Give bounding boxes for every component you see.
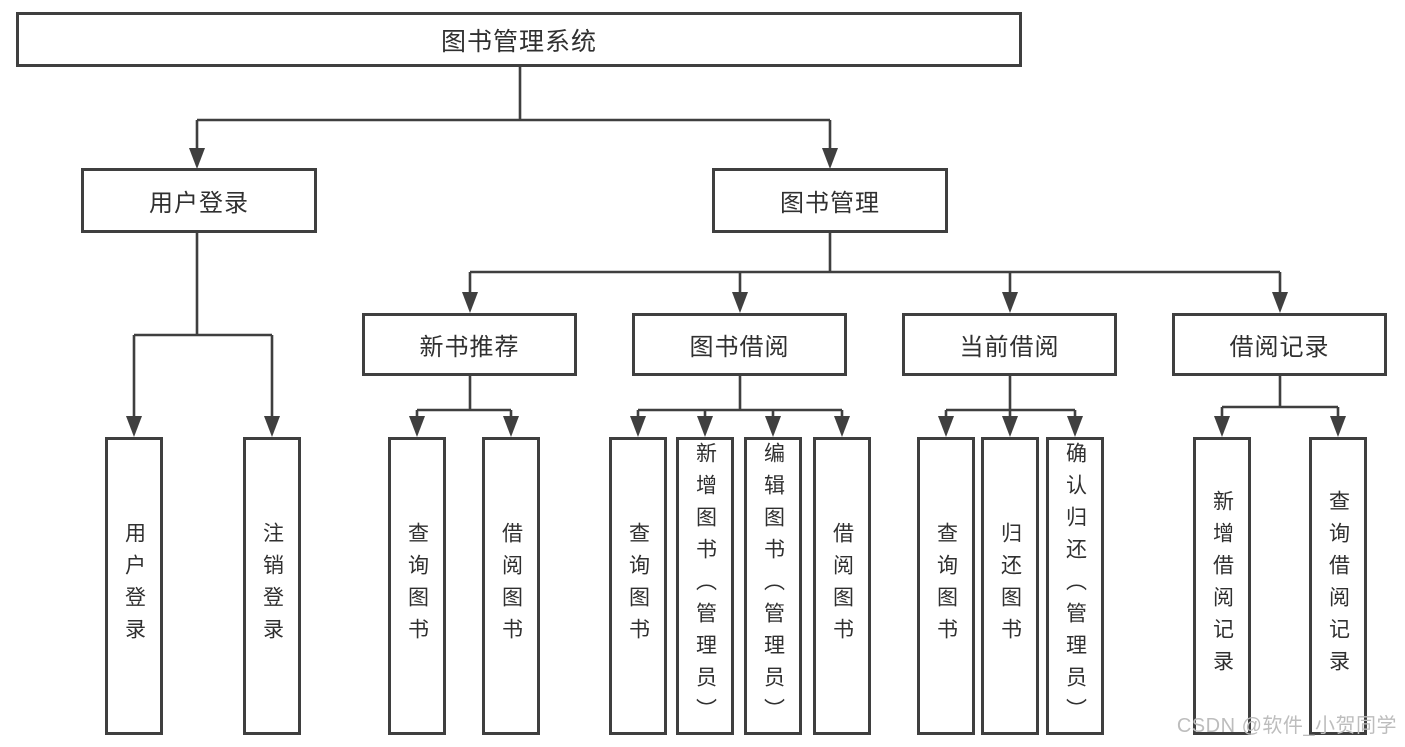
- node-label: 新增图书（管理员）: [693, 442, 717, 730]
- node-label: 查询图书: [405, 522, 429, 650]
- connector-book-management-children: [462, 233, 1288, 313]
- node-label: 确认归还（管理员）: [1063, 442, 1087, 730]
- leaf-query-books-current: 查询图书: [917, 437, 975, 735]
- connector-root-to-level2: [189, 67, 838, 169]
- node-current-borrow: 当前借阅: [902, 313, 1117, 376]
- leaf-borrow-books-recommend: 借阅图书: [482, 437, 540, 735]
- leaf-add-borrow-record: 新增借阅记录: [1193, 437, 1251, 735]
- connector-current-borrow-children: [938, 376, 1083, 437]
- leaf-query-borrow-record: 查询借阅记录: [1309, 437, 1367, 735]
- leaf-confirm-return-admin: 确认归还（管理员）: [1046, 437, 1104, 735]
- node-label: 归还图书: [998, 522, 1022, 650]
- node-label: 用户登录: [149, 190, 249, 217]
- node-label: 用户登录: [122, 522, 146, 650]
- leaf-add-book-admin: 新增图书（管理员）: [676, 437, 734, 735]
- node-label: 借阅图书: [499, 522, 523, 650]
- node-label: 新增借阅记录: [1210, 490, 1234, 682]
- node-book-borrow: 图书借阅: [632, 313, 847, 376]
- node-label: 图书管理系统: [440, 27, 597, 56]
- node-label: 图书借阅: [689, 334, 790, 361]
- node-label: 借阅记录: [1229, 334, 1330, 361]
- node-new-book-recommend: 新书推荐: [362, 313, 577, 376]
- node-label: 查询图书: [626, 522, 650, 650]
- node-label: 编辑图书（管理员）: [761, 442, 785, 730]
- connector-book-borrow-children: [630, 376, 850, 437]
- leaf-edit-book-admin: 编辑图书（管理员）: [744, 437, 802, 735]
- leaf-user-login: 用户登录: [105, 437, 163, 735]
- leaf-query-books-recommend: 查询图书: [388, 437, 446, 735]
- connector-new-book-children: [409, 376, 519, 437]
- node-root-library-system: 图书管理系统: [16, 12, 1022, 67]
- leaf-query-books-borrow: 查询图书: [609, 437, 667, 735]
- leaf-borrow-books: 借阅图书: [813, 437, 871, 735]
- node-label: 查询借阅记录: [1326, 490, 1350, 682]
- node-book-management: 图书管理: [712, 168, 948, 233]
- node-label: 借阅图书: [830, 522, 854, 650]
- node-label: 注销登录: [260, 522, 284, 650]
- node-label: 新书推荐: [419, 334, 520, 361]
- connector-user-login-children: [126, 233, 280, 437]
- connector-borrow-records-children: [1214, 376, 1346, 437]
- node-user-login: 用户登录: [81, 168, 317, 233]
- node-label: 查询图书: [934, 522, 958, 650]
- leaf-return-book: 归还图书: [981, 437, 1039, 735]
- csdn-watermark: CSDN @软件_小贺同学: [1176, 715, 1397, 737]
- node-borrow-records: 借阅记录: [1172, 313, 1387, 376]
- node-label: 当前借阅: [959, 334, 1060, 361]
- leaf-logout: 注销登录: [243, 437, 301, 735]
- node-label: 图书管理: [780, 190, 880, 217]
